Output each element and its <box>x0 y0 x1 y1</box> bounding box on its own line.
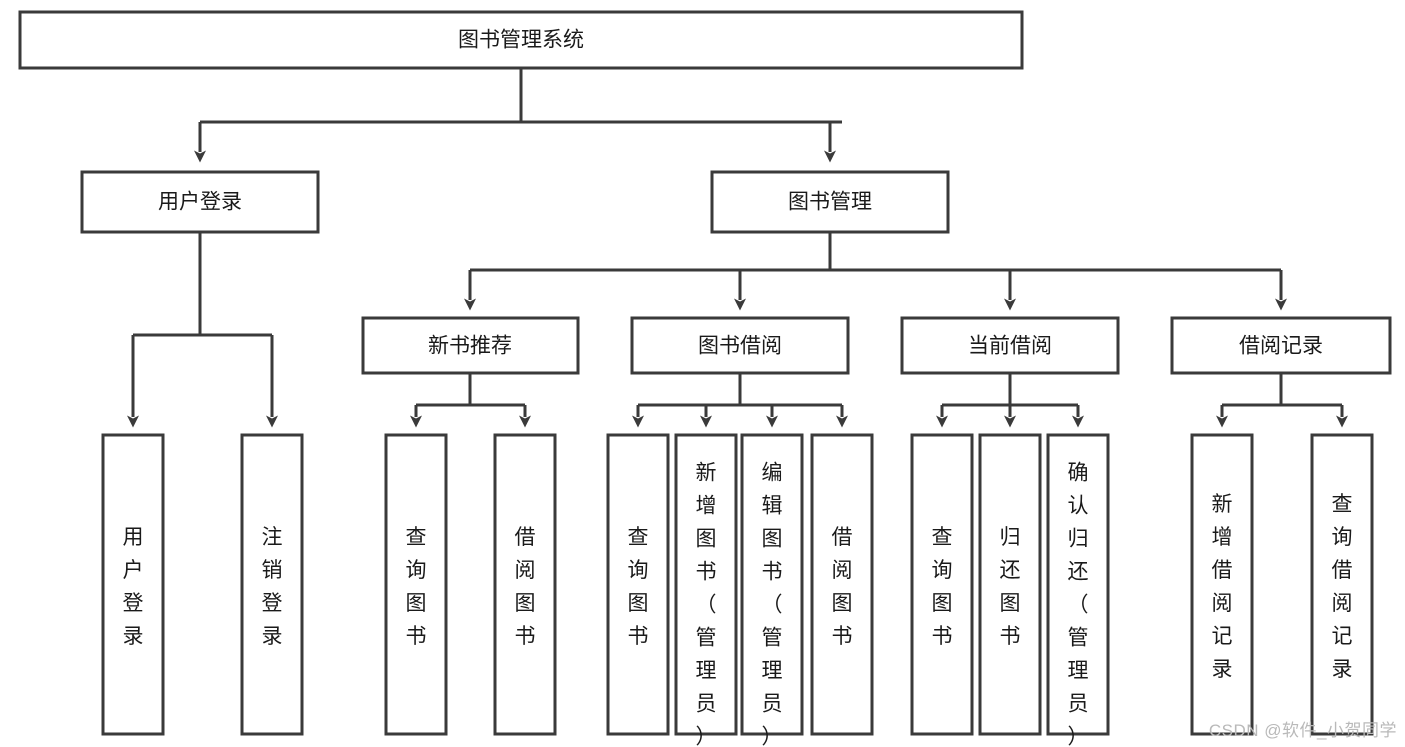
leaf-edit-book-label: 编辑图书（管理员） <box>762 461 783 747</box>
leaf-leaf-query-record[interactable]: 查询借阅记录 <box>1310 433 1374 736</box>
node-book-manage[interactable]: 图书管理 <box>710 170 950 234</box>
leaf-query-book-2-box[interactable] <box>606 433 670 736</box>
node-root[interactable]: 图书管理系统 <box>18 10 1024 70</box>
node-borrow-record[interactable]: 借阅记录 <box>1170 316 1392 375</box>
leaf-query-book-1-label: 查询图书 <box>406 526 427 648</box>
leaf-leaf-borrow-book-2[interactable]: 借阅图书 <box>810 433 874 736</box>
leaf-query-book-3-label: 查询图书 <box>932 526 953 648</box>
new-book-recommend-box[interactable] <box>361 316 580 375</box>
leaf-leaf-return-book[interactable]: 归还图书 <box>978 433 1042 736</box>
root-label: 图书管理系统 <box>458 29 584 52</box>
book-manage-box[interactable] <box>710 170 950 234</box>
leaf-leaf-query-book-2[interactable]: 查询图书 <box>606 433 670 736</box>
connector-layer <box>127 68 1348 428</box>
leaf-leaf-add-record[interactable]: 新增借阅记录 <box>1190 433 1254 736</box>
leaf-confirm-return-label: 确认归还（管理员） <box>1068 461 1089 747</box>
node-current-borrow[interactable]: 当前借阅 <box>900 316 1120 375</box>
leaf-leaf-user-login[interactable]: 用户登录 <box>101 433 165 736</box>
leaf-add-book-box[interactable] <box>674 433 738 736</box>
leaf-leaf-logout[interactable]: 注销登录 <box>240 433 304 736</box>
leaf-confirm-return-box[interactable] <box>1046 433 1110 736</box>
borrow-record-box[interactable] <box>1170 316 1392 375</box>
book-borrow-label: 图书借阅 <box>698 335 782 358</box>
leaf-return-book-label: 归还图书 <box>1000 526 1021 648</box>
leaf-edit-book-box[interactable] <box>740 433 804 736</box>
root-box[interactable] <box>18 10 1024 70</box>
leaf-leaf-query-book-1[interactable]: 查询图书 <box>384 433 448 736</box>
leaf-query-book-2-label: 查询图书 <box>628 526 649 648</box>
leaf-user-login-box[interactable] <box>101 433 165 736</box>
node-user-login[interactable]: 用户登录 <box>80 170 320 234</box>
leaf-query-record-box[interactable] <box>1310 433 1374 736</box>
leaf-query-record-label: 查询借阅记录 <box>1332 493 1353 681</box>
current-borrow-label: 当前借阅 <box>968 335 1052 358</box>
leaf-layer: 用户登录 注销登录 查询图书 借阅图书 查询图书 新增图书（管理员） 编辑图书（管理员） 借阅… <box>101 433 1374 747</box>
leaf-logout-label: 注销登录 <box>262 526 283 648</box>
leaf-borrow-book-1-box[interactable] <box>493 433 557 736</box>
user-login-box[interactable] <box>80 170 320 234</box>
leaf-leaf-add-book[interactable]: 新增图书（管理员） <box>674 433 738 747</box>
leaf-add-record-box[interactable] <box>1190 433 1254 736</box>
leaf-borrow-book-1-label: 借阅图书 <box>515 526 536 648</box>
book-manage-label: 图书管理 <box>788 191 872 214</box>
leaf-add-book-label: 新增图书（管理员） <box>696 461 717 747</box>
borrow-record-label: 借阅记录 <box>1239 335 1323 358</box>
leaf-leaf-borrow-book-1[interactable]: 借阅图书 <box>493 433 557 736</box>
watermark: CSDN @软件_小贺同学 <box>1208 721 1397 740</box>
leaf-query-book-3-box[interactable] <box>910 433 974 736</box>
new-book-recommend-label: 新书推荐 <box>428 335 512 358</box>
leaf-user-login-label: 用户登录 <box>123 526 144 648</box>
leaf-add-record-label: 新增借阅记录 <box>1212 493 1233 681</box>
book-borrow-box[interactable] <box>630 316 850 375</box>
node-new-book-recommend[interactable]: 新书推荐 <box>361 316 580 375</box>
leaf-query-book-1-box[interactable] <box>384 433 448 736</box>
current-borrow-box[interactable] <box>900 316 1120 375</box>
leaf-logout-box[interactable] <box>240 433 304 736</box>
leaf-leaf-confirm-return[interactable]: 确认归还（管理员） <box>1046 433 1110 747</box>
leaf-return-book-box[interactable] <box>978 433 1042 736</box>
user-login-label: 用户登录 <box>158 191 242 214</box>
leaf-leaf-edit-book[interactable]: 编辑图书（管理员） <box>740 433 804 747</box>
leaf-borrow-book-2-box[interactable] <box>810 433 874 736</box>
leaf-leaf-query-book-3[interactable]: 查询图书 <box>910 433 974 736</box>
leaf-borrow-book-2-label: 借阅图书 <box>832 526 853 648</box>
node-book-borrow[interactable]: 图书借阅 <box>630 316 850 375</box>
